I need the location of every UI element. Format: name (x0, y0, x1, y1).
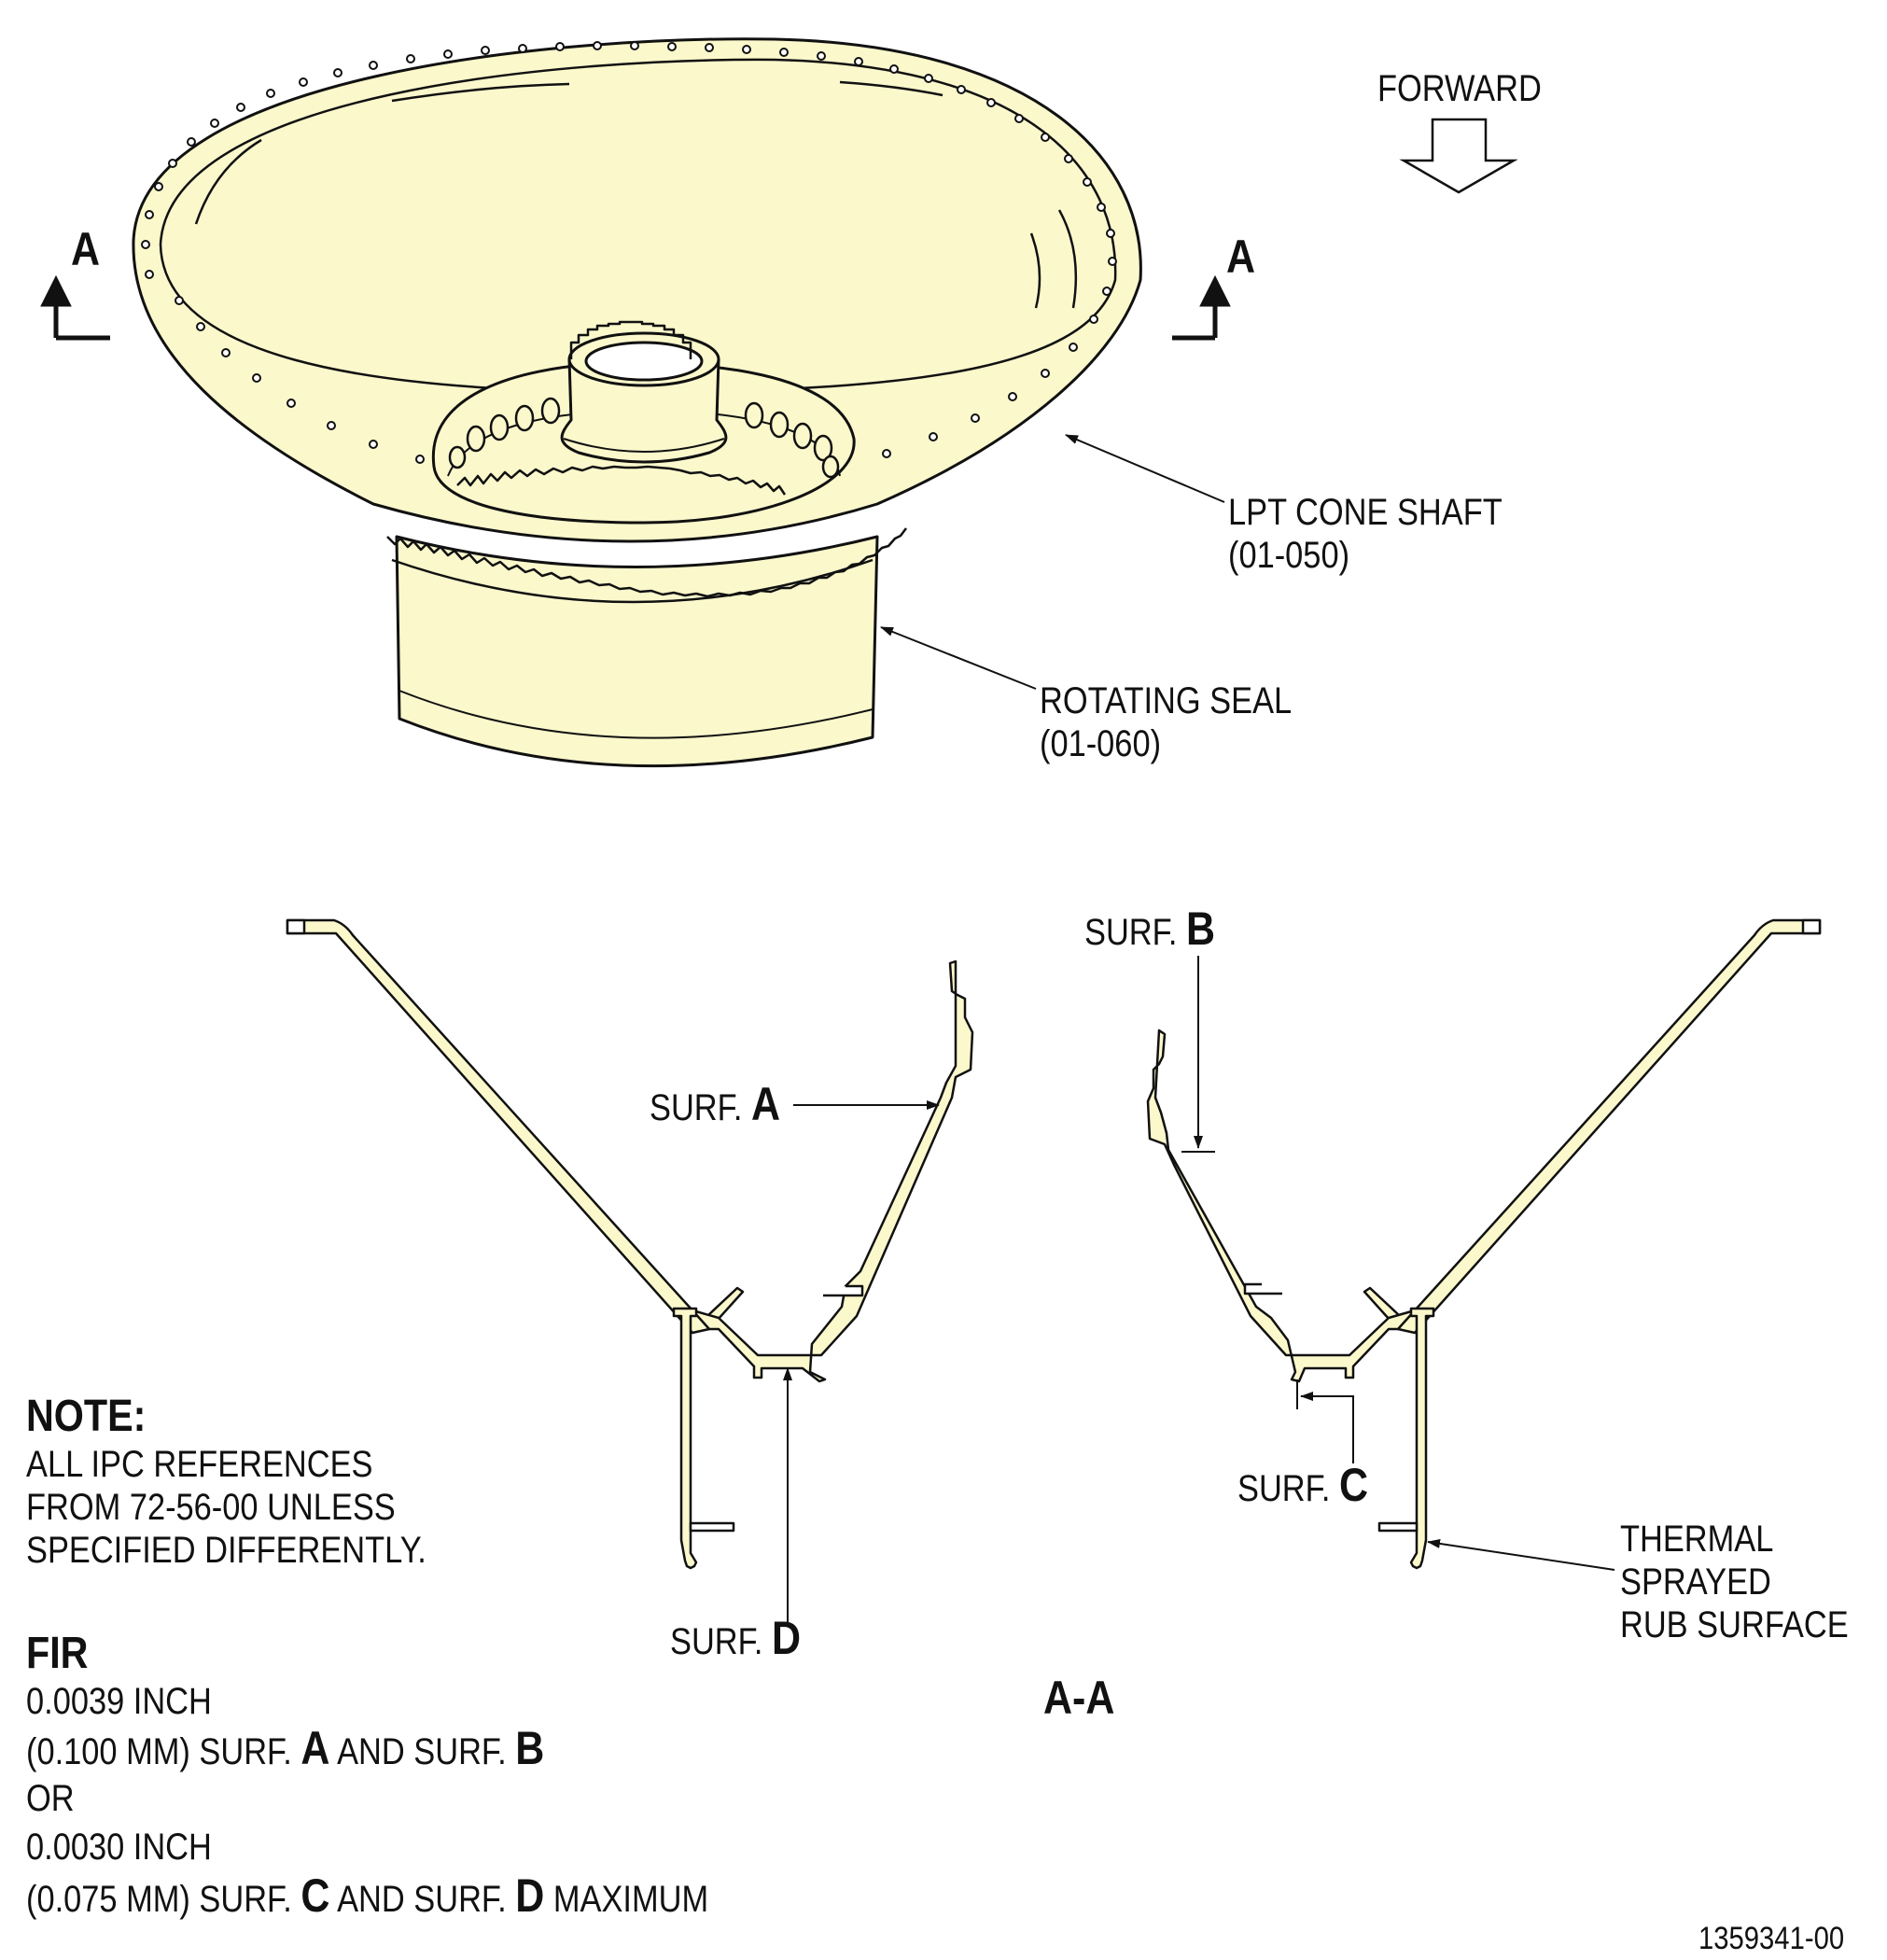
section-marker-left (40, 274, 110, 341)
section-view-label: A-A (1043, 1672, 1115, 1724)
note-block: NOTE: ALL IPC REFERENCES FROM 72-56-00 U… (26, 1391, 426, 1572)
fir-line: 0.0030 INCH (26, 1827, 212, 1868)
forward-label: FORWARD (1377, 68, 1542, 109)
forward-arrow (1399, 118, 1518, 194)
lpt-cone-shaft (132, 37, 1142, 543)
note-line: SPECIFIED DIFFERENTLY. (26, 1530, 426, 1571)
center-shaft (560, 357, 728, 464)
fir-block: FIR 0.0039 INCH (0.100 MM) SURF. A AND S… (26, 1628, 708, 1921)
section-marker-right-label: A (1226, 231, 1256, 283)
section-right-half (1146, 918, 1822, 1570)
section-marker-right (1172, 274, 1231, 341)
rotating-seal-ref: (01-060) (1040, 723, 1162, 764)
rotating-seal (395, 535, 879, 768)
leader-rotating-seal (880, 626, 1037, 690)
fir-line: OR (26, 1778, 75, 1819)
leader-thermal-surface (1427, 1538, 1615, 1571)
lpt-cone-shaft-label: LPT CONE SHAFT (1228, 492, 1503, 533)
surf-b-label: SURF. B (1084, 903, 1216, 955)
rotating-seal-label: ROTATING SEAL (1040, 680, 1293, 721)
section-marker-left-label: A (71, 223, 101, 275)
note-heading: NOTE: (26, 1392, 147, 1441)
fir-line: (0.075 MM) SURF. C AND SURF. D MAXIMUM (26, 1869, 709, 1922)
fir-line: (0.100 MM) SURF. A AND SURF. B (26, 1722, 545, 1774)
lpt-cone-shaft-ref: (01-050) (1228, 535, 1350, 576)
section-left-half (286, 918, 974, 1570)
fir-line: 0.0039 INCH (26, 1681, 212, 1722)
note-line: ALL IPC REFERENCES (26, 1444, 373, 1485)
figure-id: 1359341-00 (1698, 1921, 1845, 1956)
thermal-label-line2: SPRAYED (1620, 1561, 1771, 1603)
fir-heading: FIR (26, 1629, 89, 1678)
isometric-view (132, 37, 1142, 768)
surf-d-label: SURF. D (670, 1612, 802, 1664)
surf-a-label: SURF. A (650, 1078, 781, 1130)
thermal-label-line3: RUB SURFACE (1620, 1604, 1849, 1645)
note-line: FROM 72-56-00 UNLESS (26, 1487, 396, 1528)
leader-lpt-cone-shaft (1065, 434, 1225, 503)
thermal-label-line1: THERMAL (1620, 1519, 1774, 1560)
surf-c-label: SURF. C (1237, 1459, 1369, 1511)
leader-surf-c (1300, 1392, 1354, 1463)
